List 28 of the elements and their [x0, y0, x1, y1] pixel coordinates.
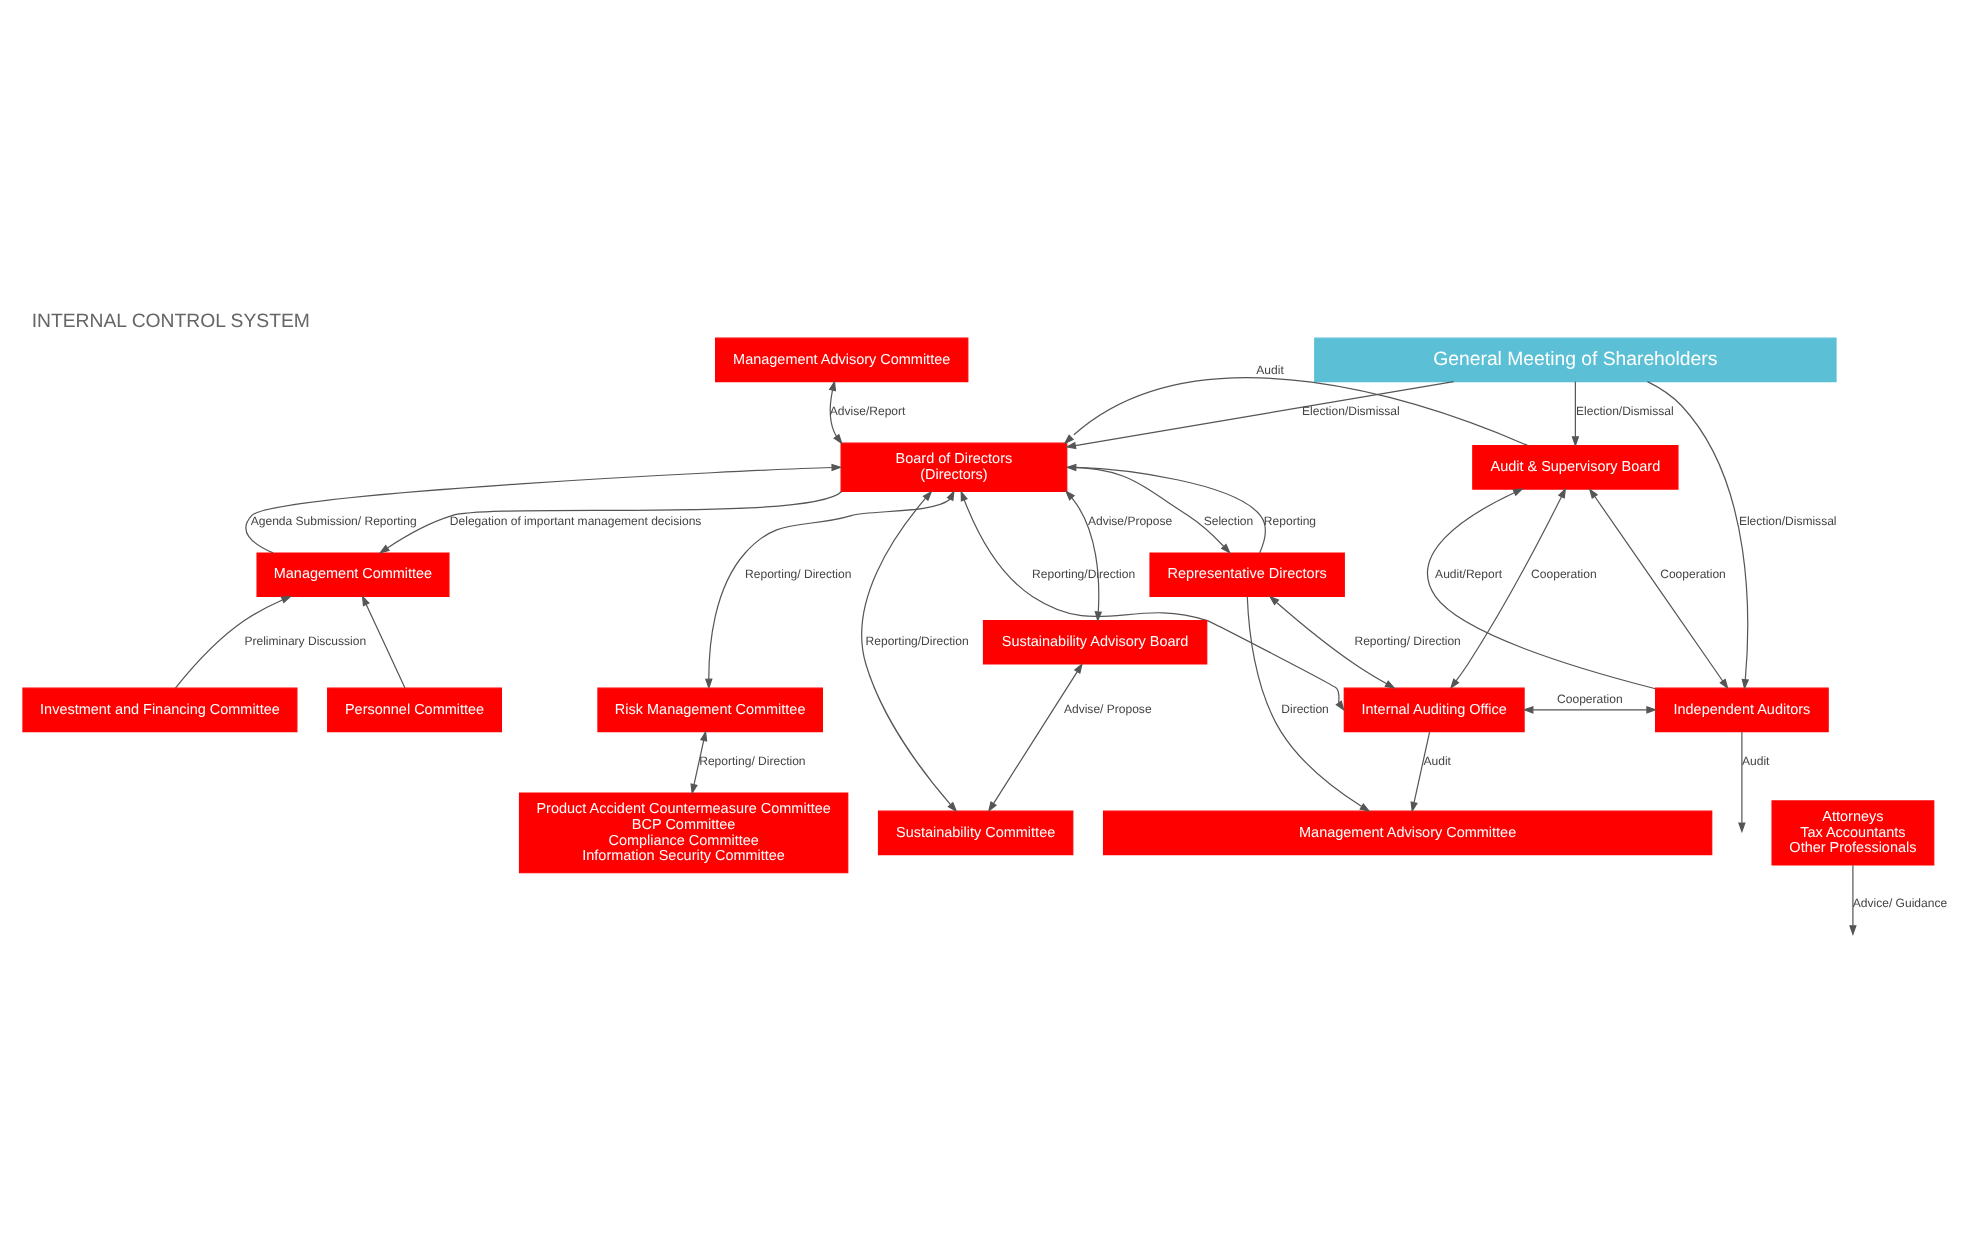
arrow [174, 595, 293, 689]
arrow [1063, 377, 1529, 447]
arrow [1268, 595, 1396, 689]
node-box: General Meeting of Shareholders [1314, 337, 1837, 383]
arrow [960, 490, 1345, 712]
arrow [1571, 381, 1580, 448]
arrow [1064, 490, 1103, 623]
arrow [1410, 731, 1431, 813]
arrow [1849, 864, 1857, 937]
arrow [1738, 731, 1746, 834]
arrow [1449, 487, 1567, 690]
arrow [378, 490, 843, 554]
arrow [1065, 381, 1455, 450]
arrow [1426, 488, 1657, 690]
arrow [361, 595, 406, 689]
arrow [690, 730, 708, 795]
arrow [1246, 596, 1371, 812]
arrow [1066, 466, 1231, 554]
arrow [828, 379, 843, 445]
arrow [704, 489, 955, 690]
diagram-title: INTERNAL CONTROL SYSTEM [31, 311, 310, 334]
arrow [1588, 487, 1729, 690]
arrow [861, 490, 958, 813]
arrow [1522, 706, 1658, 714]
arrow [987, 662, 1083, 813]
arrow [1646, 381, 1750, 690]
arrow [245, 463, 843, 554]
arrow [1065, 463, 1266, 554]
